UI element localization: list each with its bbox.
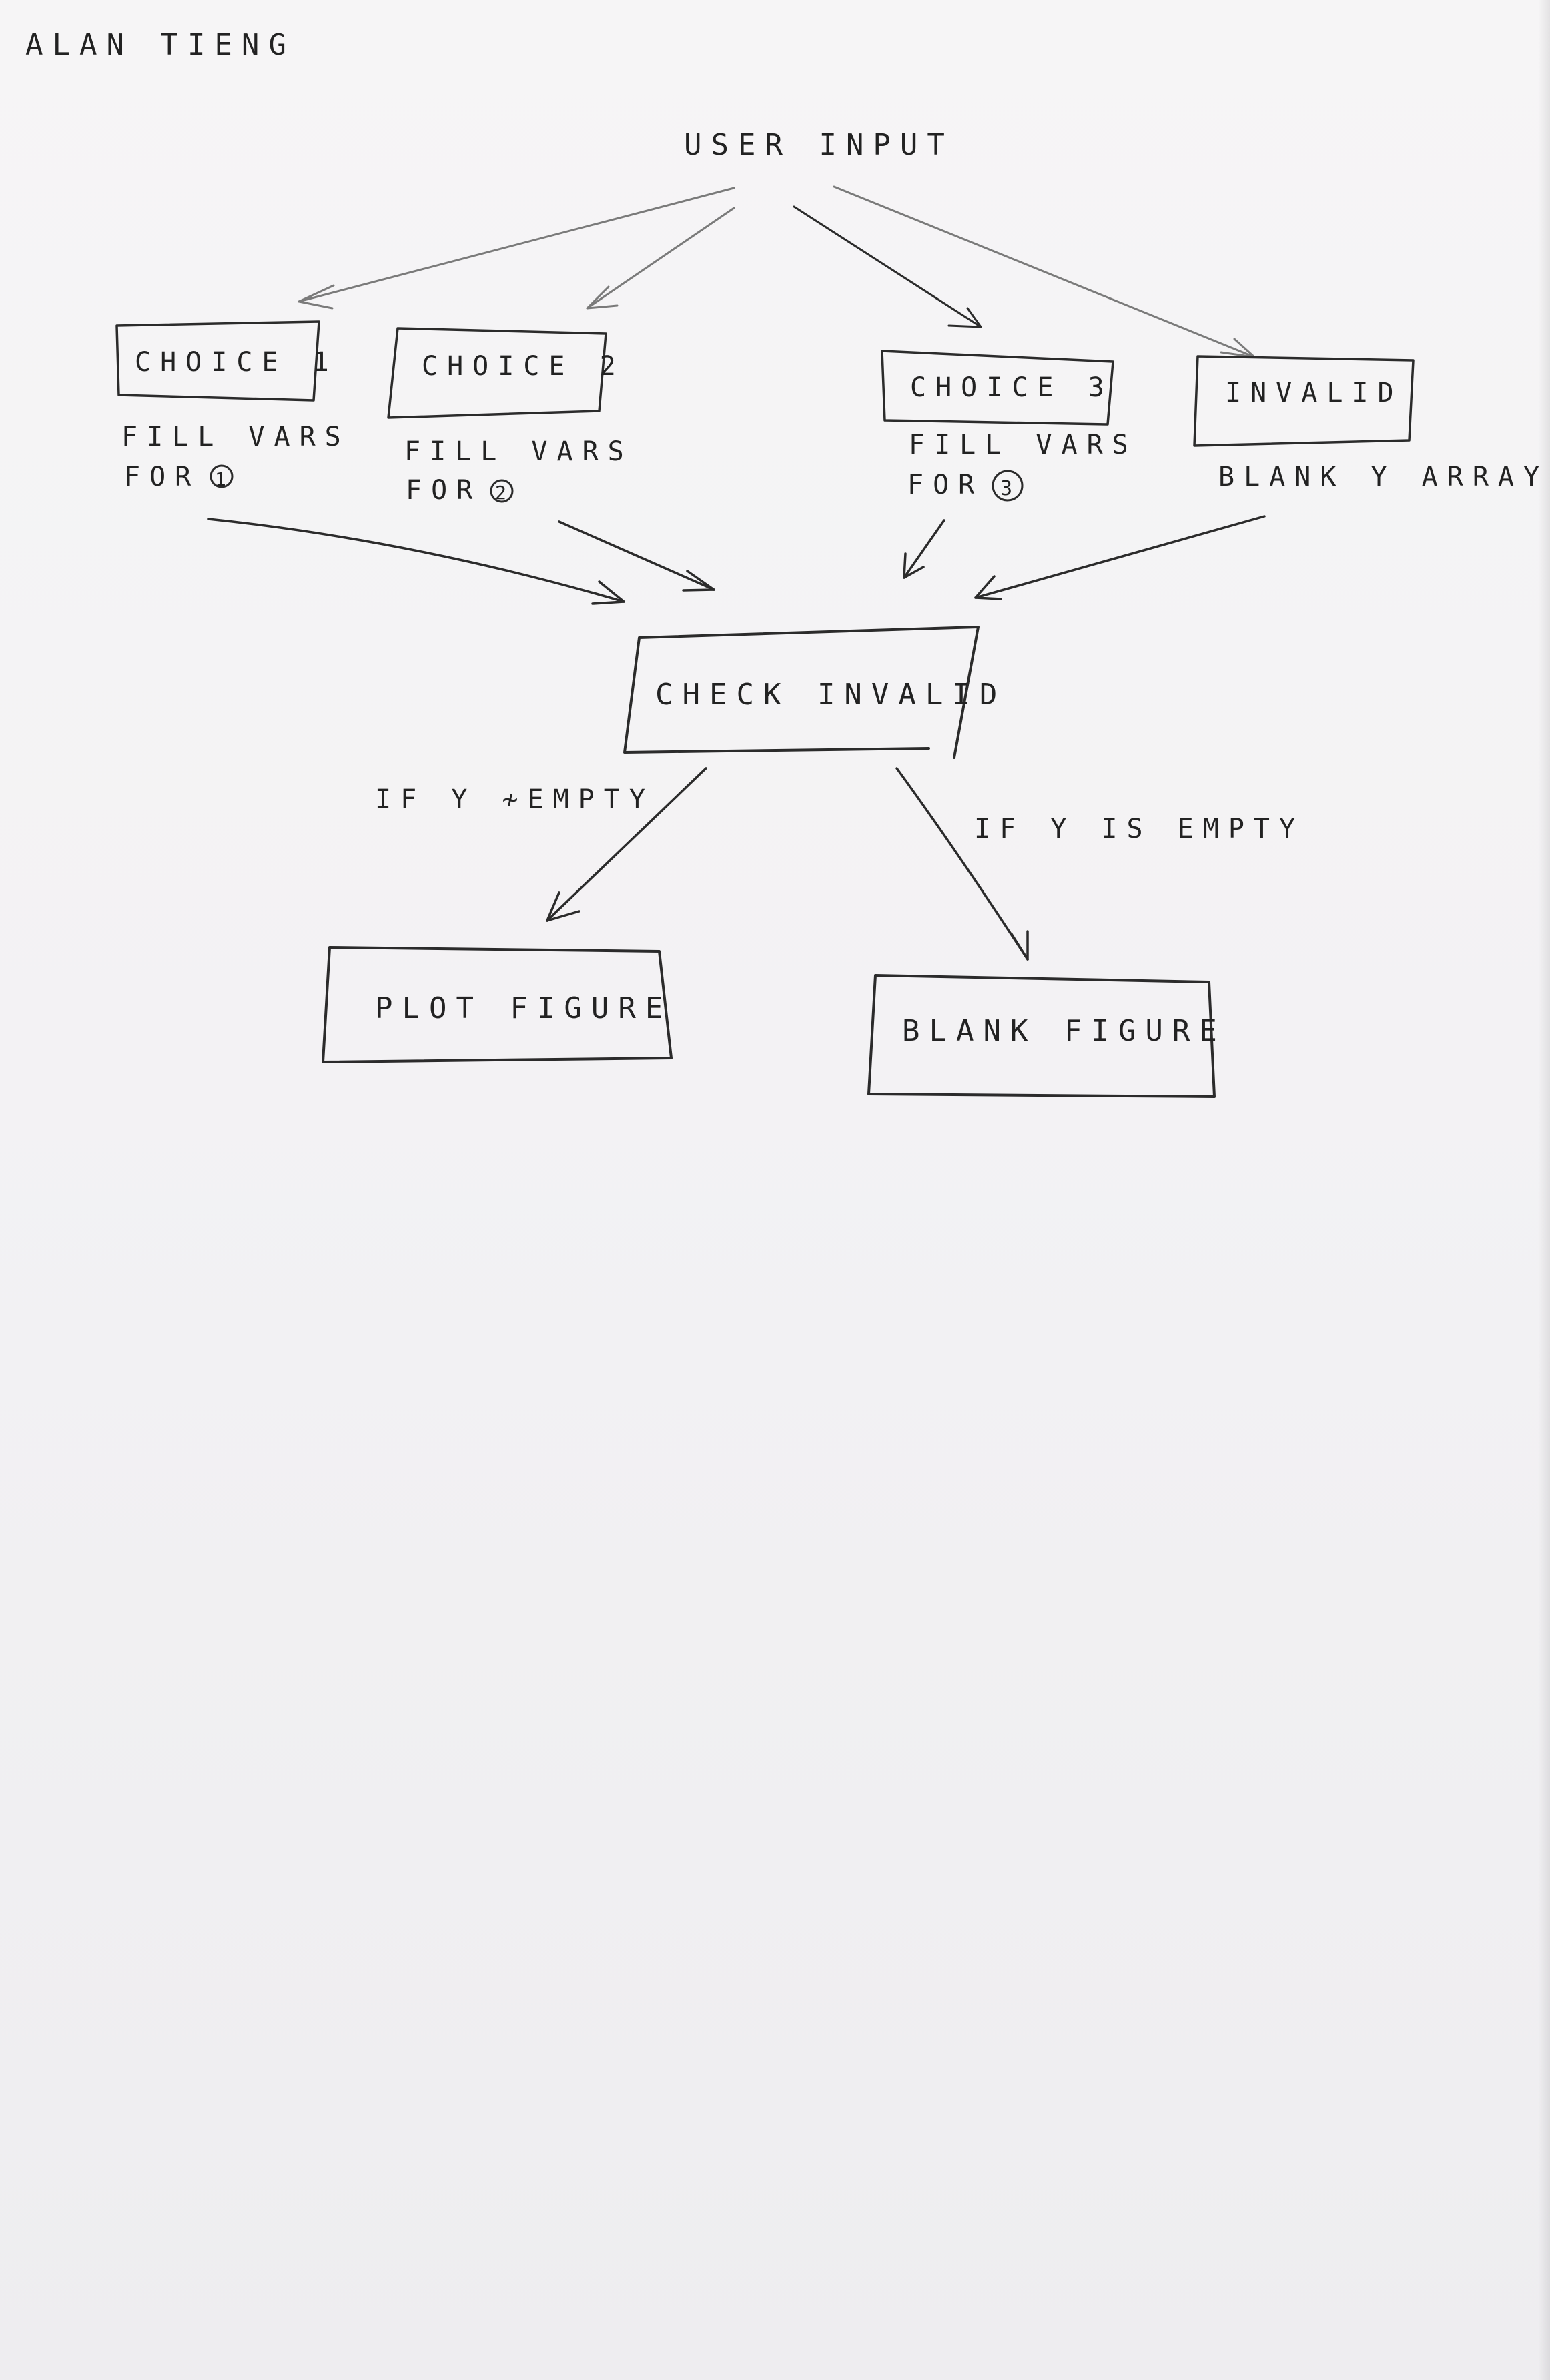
check-invalid-node: CHECK INVALID [623, 626, 1006, 759]
blank-figure-label: BLANK FIGURE [902, 1014, 1226, 1048]
circled-number-2: 2 [490, 479, 514, 504]
choice-2-node: CHOICE 2 [387, 327, 625, 419]
arrow-to-blank-figure [895, 767, 1029, 961]
plot-figure-node: PLOT FIGURE [322, 946, 673, 1063]
svg-text:2: 2 [495, 482, 506, 504]
arrow-choice-1-to-check [207, 518, 625, 605]
arrow-to-choice-2 [586, 207, 735, 310]
svg-text:3: 3 [1000, 477, 1012, 500]
choice-1-label: CHOICE 1 [135, 347, 338, 378]
plot-figure-label: PLOT FIGURE [375, 991, 672, 1025]
arrow-choice-2-to-check [558, 520, 715, 592]
branch-condition-empty: IF Y IS EMPTY [974, 814, 1304, 844]
choice-2-note-line2: FOR [406, 475, 482, 506]
branch-condition-not-empty: IF Y ≁EMPTY [375, 784, 655, 815]
arrow-invalid-to-check [974, 515, 1266, 600]
choice-2-label: CHOICE 2 [422, 351, 625, 382]
circled-number-3: 3 [992, 470, 1024, 502]
arrow-choice-3-to-check [903, 519, 945, 579]
arrow-to-choice-1 [298, 187, 735, 310]
choice-3-note-line1: FILL VARS [909, 430, 1138, 460]
author-name: ALAN TIENG [25, 28, 296, 62]
circled-number-1: 1 [210, 464, 234, 490]
svg-text:1: 1 [215, 468, 226, 490]
choice-1-note-line2: FOR [124, 462, 200, 492]
arrow-to-plot-figure [546, 767, 707, 922]
choice-2-note-line1: FILL VARS [404, 436, 633, 467]
start-node-label: USER INPUT [684, 128, 954, 162]
invalid-node: INVALID [1193, 355, 1415, 447]
page-shadow-edge [1538, 0, 1550, 2380]
choice-1-node: CHOICE 1 [115, 320, 338, 402]
invalid-note: BLANK Y ARRAY [1218, 462, 1549, 492]
arrow-to-invalid [833, 185, 1256, 358]
choice-1-note-line1: FILL VARS [121, 422, 350, 452]
arrow-to-choice-3 [793, 205, 982, 328]
check-invalid-label: CHECK INVALID [655, 678, 1006, 712]
choice-3-node: CHOICE 3 [881, 350, 1114, 426]
blank-figure-node: BLANK FIGURE [867, 974, 1226, 1098]
choice-3-note-line2: FOR [907, 470, 984, 500]
choice-3-label: CHOICE 3 [910, 372, 1114, 403]
invalid-label: INVALID [1225, 378, 1403, 408]
